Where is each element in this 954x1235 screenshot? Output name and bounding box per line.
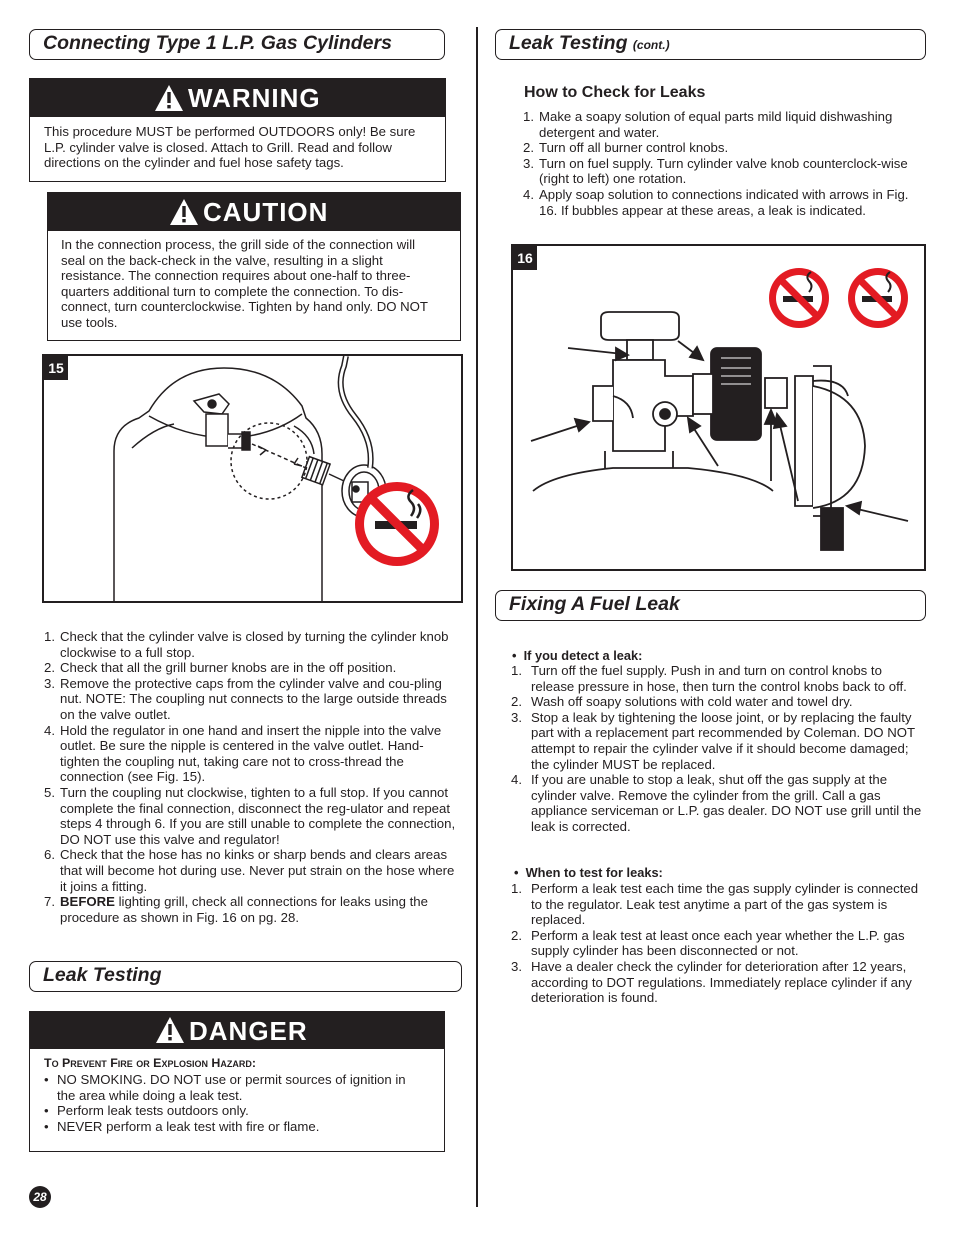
- section-title: Connecting Type 1 L.P. Gas Cylinders: [43, 32, 392, 54]
- list-item: 3.Turn on fuel supply. Turn cylinder val…: [523, 155, 908, 187]
- list-item: 3.Have a dealer check the cylinder for d…: [511, 958, 912, 1006]
- detect-leak-heading: • If you detect a leak:: [512, 648, 643, 663]
- column-divider: [476, 27, 478, 1207]
- list-item: 2.Turn off all burner control knobs.: [523, 140, 729, 156]
- list-item: 1.Make a soapy solution of equal parts m…: [523, 109, 893, 140]
- list-item: 4.Hold the regulator in one hand and ins…: [44, 722, 442, 785]
- when-to-test-heading: • When to test for leaks:: [514, 865, 663, 880]
- subhead-how-to-check: How to Check for Leaks: [524, 84, 706, 101]
- list-item: 1.Perform a leak test each time the gas …: [511, 881, 919, 928]
- list-item: •Perform leak tests outdoors only.: [44, 1103, 249, 1119]
- check-leaks-steps-list: 1.Make a soapy solution of equal parts m…: [523, 109, 926, 218]
- section-header-fixing-leak: Fixing A Fuel Leak: [495, 590, 926, 621]
- list-item: 1.Turn off the fuel supply. Push in and …: [511, 663, 907, 694]
- caution-box: CAUTION In the connection process, the g…: [47, 192, 461, 341]
- section-title: Leak Testing: [43, 964, 162, 986]
- danger-bullets: •NO SMOKING. DO NOT use or permit source…: [44, 1072, 424, 1134]
- section-title: Leak Testing (cont.): [509, 32, 670, 54]
- caution-label: CAUTION: [203, 197, 329, 227]
- danger-heading: To Prevent Fire or Explosion Hazard:: [44, 1056, 256, 1070]
- valve-regulator-illustration: [530, 268, 909, 551]
- list-item: 6.Check that the hose has no kinks or sh…: [44, 847, 455, 894]
- list-item: 3.Stop a leak by tightening the loose jo…: [511, 709, 915, 772]
- danger-label: DANGER: [189, 1016, 308, 1046]
- figure-number: 16: [513, 246, 537, 270]
- detect-leak-steps-list: 1.Turn off the fuel supply. Push in and …: [511, 663, 924, 835]
- warning-triangle-icon: [155, 85, 183, 111]
- section-title: Fixing A Fuel Leak: [509, 593, 680, 615]
- figure-number: 15: [44, 356, 68, 380]
- danger-bar: DANGER: [30, 1012, 444, 1049]
- list-item: 3.Remove the protective caps from the cy…: [44, 675, 447, 722]
- cylinder-regulator-illustration: [113, 356, 439, 601]
- no-smoking-icon: [769, 268, 829, 328]
- warning-box: WARNING This procedure MUST be performed…: [29, 78, 446, 182]
- connecting-steps-list: 1.Check that the cylinder valve is close…: [44, 629, 462, 925]
- no-smoking-icon: [848, 268, 908, 328]
- caution-bar: CAUTION: [48, 193, 460, 231]
- section-header-connecting: Connecting Type 1 L.P. Gas Cylinders: [29, 29, 445, 60]
- list-item: 7.BEFORE lighting grill, check all conne…: [44, 894, 428, 925]
- list-item: 4.If you are unable to stop a leak, shut…: [511, 772, 922, 834]
- warning-text: This procedure MUST be performed OUTDOOR…: [44, 124, 416, 171]
- section-header-leak-testing-cont: Leak Testing (cont.): [495, 29, 926, 60]
- no-smoking-icon: [355, 482, 439, 566]
- danger-triangle-icon: [156, 1017, 184, 1043]
- list-item: 5.Turn the coupling nut clockwise, tight…: [44, 784, 456, 847]
- warning-bar: WARNING: [30, 79, 445, 117]
- danger-box: DANGER To Prevent Fire or Explosion Haza…: [29, 1011, 445, 1152]
- when-to-test-steps-list: 1.Perform a leak test each time the gas …: [511, 881, 924, 1006]
- page-number: 28: [29, 1186, 51, 1208]
- caution-triangle-icon: [170, 199, 198, 225]
- list-item: 4.Apply soap solution to connections ind…: [523, 186, 909, 218]
- list-item: •NEVER perform a leak test with fire or …: [44, 1118, 320, 1134]
- section-header-leak-testing: Leak Testing: [29, 961, 462, 992]
- list-item: 2.Wash off soapy solutions with cold wat…: [511, 694, 853, 710]
- warning-label: WARNING: [188, 83, 321, 113]
- list-item: •NO SMOKING. DO NOT use or permit source…: [44, 1072, 406, 1103]
- figure-16: 16: [511, 244, 926, 571]
- caution-text: In the connection process, the grill sid…: [61, 237, 428, 330]
- list-item: 2.Check that all the grill burner knobs …: [44, 660, 397, 676]
- figure-15: 15: [42, 354, 463, 603]
- list-item: 1.Check that the cylinder valve is close…: [44, 629, 449, 660]
- list-item: 2.Perform a leak test at least once each…: [511, 927, 905, 959]
